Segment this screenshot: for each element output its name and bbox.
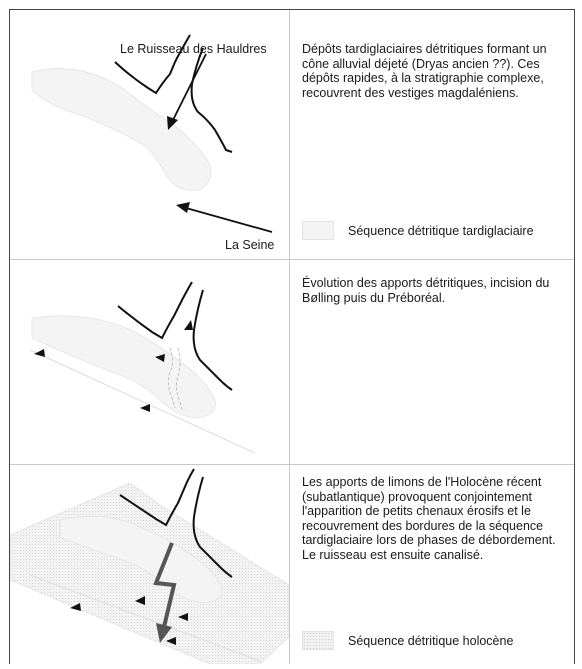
column-divider	[289, 260, 290, 464]
flow-arrowhead-1	[70, 603, 81, 611]
panel-1-map	[31, 34, 273, 233]
tardiglacial-deposit	[31, 68, 212, 191]
flow-arrowhead-1	[184, 320, 193, 330]
panel-1-description: Dépôts tardiglaciaires détritiques forma…	[302, 42, 547, 100]
stream-bank-left	[119, 468, 195, 527]
stream-bank-right	[190, 47, 233, 153]
stream-bank-left	[117, 281, 193, 340]
floodplain-edge	[29, 349, 256, 454]
column-divider	[289, 465, 290, 664]
column-divider	[289, 10, 290, 259]
panel-3-map	[9, 468, 290, 665]
legend-tardiglacial: Séquence détritique tardiglaciaire	[302, 221, 534, 240]
river-label: La Seine	[225, 238, 275, 252]
panel-3-figure	[9, 465, 290, 665]
stream-bank-left	[114, 34, 191, 95]
figure-frame: Le Ruisseau des Hauldres La Seine Dépôts…	[9, 9, 575, 665]
stream-arrow	[171, 53, 207, 123]
panel-3-description: Les apports de limons de l'Holocène réce…	[302, 475, 556, 562]
legend-label-tardiglacial: Séquence détritique tardiglaciaire	[348, 223, 534, 238]
canalized-stream-arrow	[153, 542, 177, 628]
panel-3: Les apports de limons de l'Holocène réce…	[9, 465, 574, 665]
tardiglacial-deposit	[31, 315, 216, 419]
flow-arrowhead-3	[178, 613, 188, 621]
stream-bank-right	[192, 476, 233, 578]
legend-swatch-tardiglacial	[302, 221, 334, 240]
panel-2-map	[29, 281, 256, 454]
flow-arrowhead-2	[155, 354, 165, 362]
legend-holocene: Séquence détritique holocène	[302, 631, 513, 650]
panel-1-figure: Le Ruisseau des Hauldres La Seine	[10, 10, 289, 259]
stream-arrowhead	[167, 116, 178, 130]
panel-2-figure	[10, 260, 289, 464]
stream-label: Le Ruisseau des Hauldres	[120, 42, 267, 56]
panel-2-description: Évolution des apports détritiques, incis…	[302, 276, 550, 305]
panel-2: Évolution des apports détritiques, incis…	[10, 260, 574, 465]
floodplain-edge	[29, 574, 261, 662]
legend-swatch-holocene	[302, 631, 334, 650]
flow-arrowhead-2	[135, 596, 145, 605]
incision-channel	[167, 347, 176, 409]
tardiglacial-deposit	[59, 515, 223, 604]
flow-arrowhead-4	[140, 404, 150, 412]
panel-1: Le Ruisseau des Hauldres La Seine Dépôts…	[10, 10, 574, 260]
flow-arrowhead-4	[166, 637, 176, 645]
stream-bank-right	[192, 289, 233, 391]
canalized-stream-arrowhead	[156, 623, 172, 643]
flow-arrowhead-3	[34, 349, 45, 357]
legend-label-holocene: Séquence détritique holocène	[348, 633, 514, 648]
river-arrowhead	[176, 202, 190, 213]
river-arrow	[185, 207, 273, 233]
